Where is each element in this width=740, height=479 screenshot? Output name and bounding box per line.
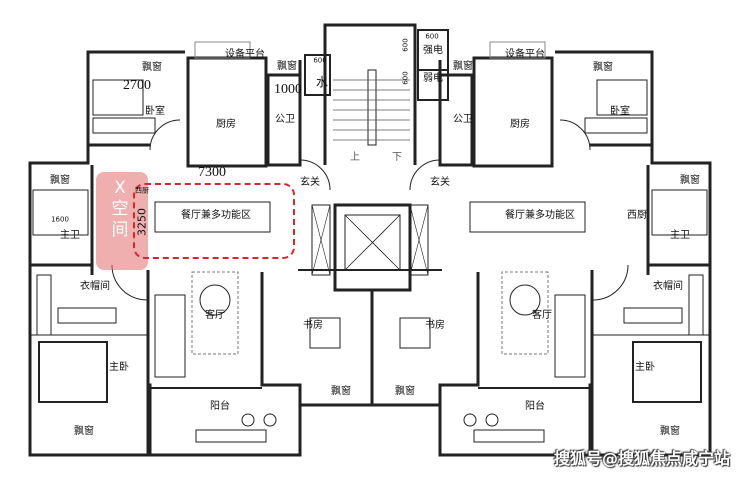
room-label: 阳台 (210, 401, 230, 412)
room-label: 飘窗 (680, 175, 700, 186)
room-label: 主卧 (109, 362, 129, 373)
room-label: 玄关 (300, 177, 320, 188)
room-label: 飘窗 (331, 386, 351, 397)
room-label: 设备平台 (505, 49, 545, 60)
dimension-label: 3250 (135, 208, 149, 236)
room-label: 强电 (423, 45, 443, 56)
room-label: 飘窗 (50, 175, 70, 186)
watermark: 搜狐号@搜狐焦点咸宁站 (553, 449, 730, 468)
room-label: 厨房 (510, 119, 530, 130)
room-label: 衣帽间 (80, 281, 110, 292)
room-label: 厨房 (216, 119, 236, 130)
room-label: 主卫 (670, 230, 690, 241)
room-label: 卧室 (145, 106, 165, 117)
room-label: 主卫 (60, 230, 80, 241)
room-label: 飘窗 (395, 386, 415, 397)
room-label: 客厅 (205, 310, 225, 321)
room-label: 客厅 (532, 310, 552, 321)
room-label: 公卫 (275, 114, 295, 125)
dimension-label: 600 (401, 38, 410, 52)
room-label: 书房 (425, 320, 445, 331)
room-label: 主卧 (635, 362, 655, 373)
dimension-label: 2700 (123, 78, 151, 93)
dining-highlight-box (133, 183, 295, 259)
room-label: 餐厅兼多功能区 (505, 210, 575, 221)
dimension-label: 600 (401, 71, 410, 85)
room-label: 公卫 (453, 114, 473, 125)
room-label: 卧室 (610, 106, 630, 117)
room-label: 水 (315, 75, 329, 89)
room-label: 飘窗 (74, 426, 94, 437)
room-label: 飘窗 (142, 62, 162, 73)
room-label: 餐厅兼多功能区 (181, 210, 251, 221)
stair-up-label: 上 (350, 152, 360, 163)
room-label: 衣帽间 (653, 281, 683, 292)
dimension-label: 7300 (198, 165, 226, 180)
room-label: 飘窗 (660, 426, 680, 437)
room-label: 飘窗 (277, 61, 297, 72)
dimension-label: 600 (425, 32, 439, 41)
room-label: 弱电 (423, 73, 443, 84)
dimension-label: 1600 (51, 215, 69, 224)
room-label: 西厨 (627, 210, 647, 221)
room-label: 玄关 (430, 177, 450, 188)
room-label: 西厨 (135, 186, 149, 195)
dimension-label: 1000 (274, 82, 302, 97)
dimension-label: 600 (313, 56, 327, 65)
x-space-label: X空间 (111, 178, 129, 240)
stair-down-label: 下 (392, 152, 402, 163)
room-label: 飘窗 (453, 61, 473, 72)
room-label: 飘窗 (593, 62, 613, 73)
room-label: 设备平台 (225, 49, 265, 60)
room-label: 书房 (303, 320, 323, 331)
room-label: 阳台 (525, 401, 545, 412)
